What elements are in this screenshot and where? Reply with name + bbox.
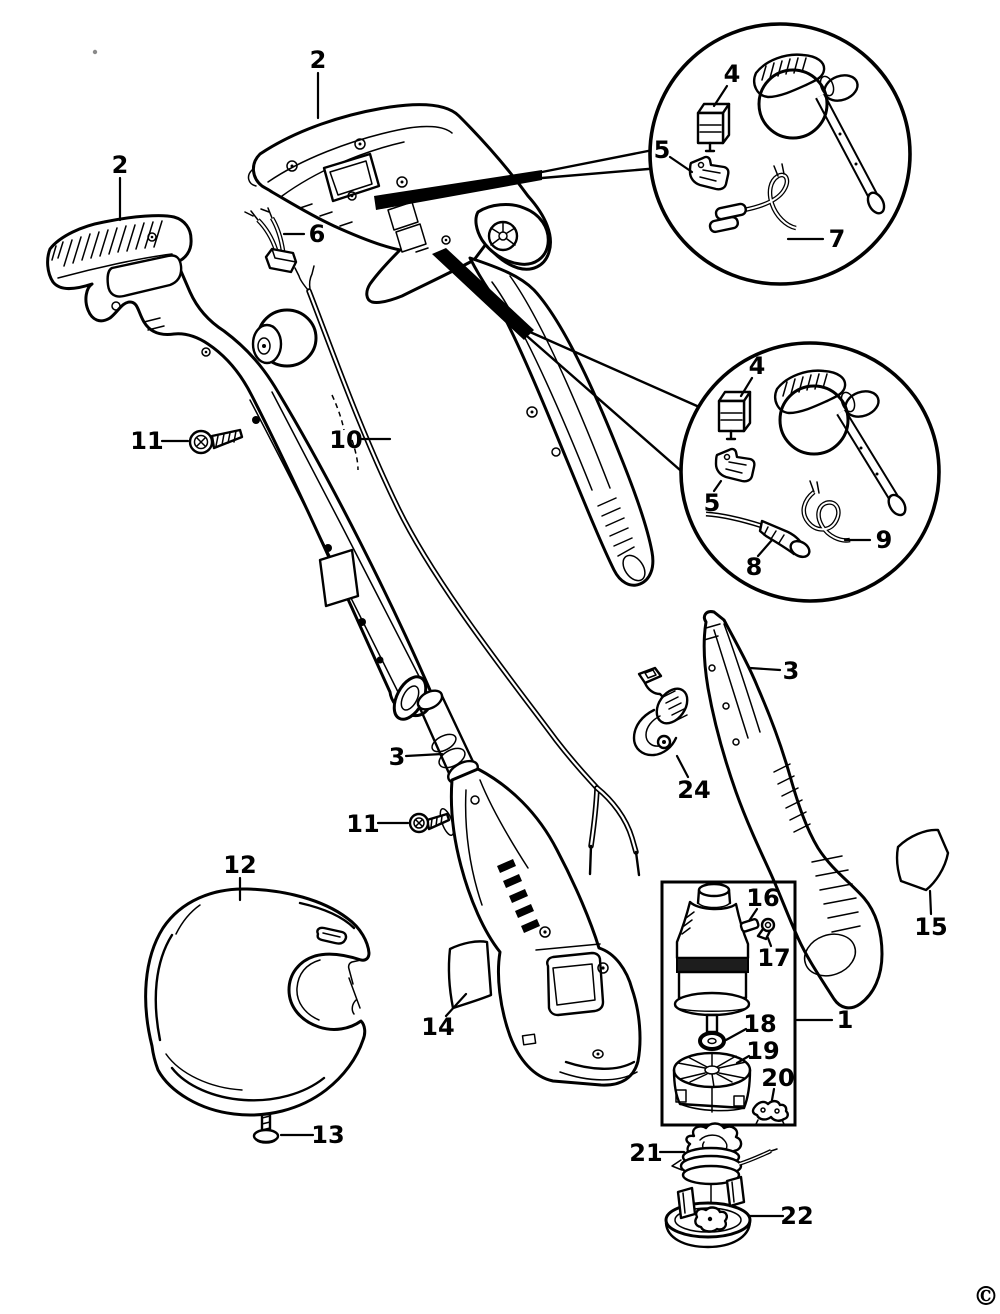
part-label-5: 5	[654, 136, 671, 164]
part-label-24: 24	[677, 776, 710, 804]
part-label-21: 21	[629, 1139, 662, 1167]
part-label-1: 1	[837, 1006, 854, 1034]
screw-upper	[188, 428, 244, 455]
leader-line-8	[756, 538, 774, 558]
leader-line-17	[766, 936, 773, 948]
part-label-12: 12	[223, 851, 256, 879]
detail-view-cone-upper	[374, 147, 662, 210]
brush-holder	[756, 917, 776, 941]
part-label-7: 7	[829, 225, 846, 253]
leader-line-3	[404, 752, 444, 758]
part-label-5: 5	[704, 489, 721, 517]
switch-part	[696, 102, 731, 153]
switch-bracket-part	[688, 155, 730, 191]
screw-lower	[408, 812, 451, 834]
cable-strain-relief-part	[705, 511, 811, 559]
copyright-symbol: ©	[973, 1282, 999, 1312]
part-label-20: 20	[761, 1064, 794, 1092]
part-label-4: 4	[749, 352, 766, 380]
part-label-9: 9	[876, 526, 893, 554]
part-label-2: 2	[310, 46, 327, 74]
mini-trimmer-overview	[774, 369, 907, 517]
part-label-13: 13	[311, 1121, 344, 1149]
motor	[673, 882, 751, 1034]
switch-lever	[632, 666, 689, 757]
mini-trimmer-overview	[753, 53, 886, 215]
detail-view-cone-lower	[432, 248, 708, 472]
warning-label-left	[447, 940, 493, 1010]
part-label-22: 22	[780, 1202, 813, 1230]
lower-housing-outer-half	[416, 689, 642, 1087]
wire-lead	[244, 207, 298, 274]
power-cable	[294, 265, 641, 877]
leader-line-5	[668, 155, 694, 174]
spool	[671, 1122, 778, 1211]
part-label-11: 11	[346, 810, 379, 838]
leader-line-4	[739, 376, 754, 398]
part-label-3: 3	[783, 657, 800, 685]
lower-housing-inner-half	[702, 610, 884, 1010]
part-label-3: 3	[389, 743, 406, 771]
part-label-19: 19	[746, 1037, 779, 1065]
leader-line-18	[724, 1027, 748, 1042]
switch-bracket-part	[714, 447, 756, 483]
part-label-6: 6	[309, 220, 326, 248]
part-label-8: 8	[746, 553, 763, 581]
leader-line-14	[444, 992, 468, 1018]
washer	[698, 1031, 726, 1051]
leader-line-3	[748, 666, 782, 672]
warning-label-right	[895, 828, 950, 892]
part-label-15: 15	[914, 913, 947, 941]
label-layer: 2245764589101111332412131415161718192012…	[112, 46, 948, 1230]
motor-assembly-box	[660, 880, 797, 1145]
guard	[144, 887, 371, 1117]
handle-housing-outer-half	[46, 214, 435, 721]
part-label-14: 14	[421, 1013, 454, 1041]
detail-circle-upper	[648, 22, 912, 286]
leader-line-4	[712, 84, 729, 108]
wire-loop-part	[801, 480, 851, 543]
leader-line-16	[747, 907, 759, 923]
leader-line-5	[712, 479, 723, 493]
leader-line-20	[770, 1087, 776, 1102]
leader-line-19	[735, 1054, 751, 1065]
part-label-18: 18	[743, 1010, 776, 1038]
leader-line-24	[675, 754, 690, 779]
part-label-10: 10	[329, 426, 362, 454]
print-speck	[92, 49, 98, 55]
fan	[672, 1051, 752, 1113]
leader-line-15	[928, 889, 933, 916]
part-label-11: 11	[130, 427, 163, 455]
part-label-17: 17	[757, 944, 790, 972]
part-label-4: 4	[724, 60, 741, 88]
clip	[751, 1099, 789, 1125]
part-label-16: 16	[746, 884, 779, 912]
wire-set-part	[708, 163, 797, 234]
part-label-2: 2	[112, 151, 129, 179]
spool-cover	[664, 1175, 752, 1249]
detail-circle-lower	[679, 341, 941, 603]
